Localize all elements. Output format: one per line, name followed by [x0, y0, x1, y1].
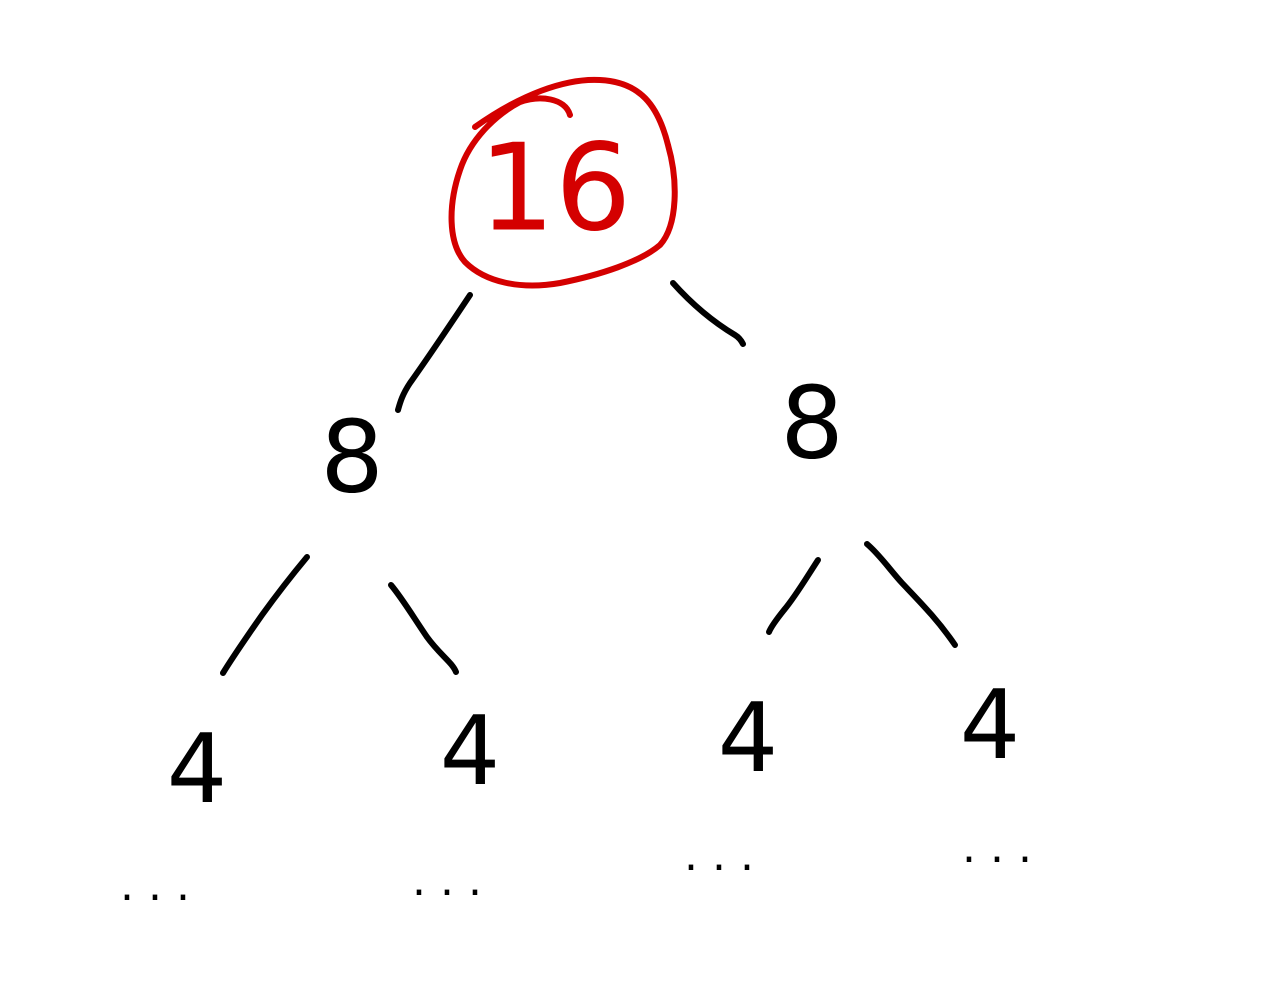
continuation-ellipsis-4: ... [962, 822, 1046, 873]
level1-left-node-label: 8 [320, 398, 384, 515]
level2-node-label-3: 4 [718, 684, 778, 794]
level1-right-node-label: 8 [780, 364, 844, 481]
edge-left8-to-4a [220, 554, 310, 676]
edge-left8-to-4b [388, 582, 459, 675]
continuation-ellipsis-2: ... [412, 855, 496, 906]
root-highlight-circle [448, 76, 678, 289]
root-node-label: 16 [479, 120, 632, 259]
level2-node-label-2: 4 [440, 697, 500, 807]
edge-root-to-left-8 [395, 292, 473, 413]
edge-right8-to-4d [864, 541, 958, 648]
continuation-ellipsis-1: ... [120, 860, 204, 911]
edge-right8-to-4c [766, 557, 821, 635]
continuation-ellipsis-3: ... [684, 830, 768, 881]
level2-node-label-1: 4 [167, 715, 227, 825]
level2-node-label-4: 4 [960, 671, 1020, 781]
edge-root-to-right-8 [670, 280, 746, 347]
